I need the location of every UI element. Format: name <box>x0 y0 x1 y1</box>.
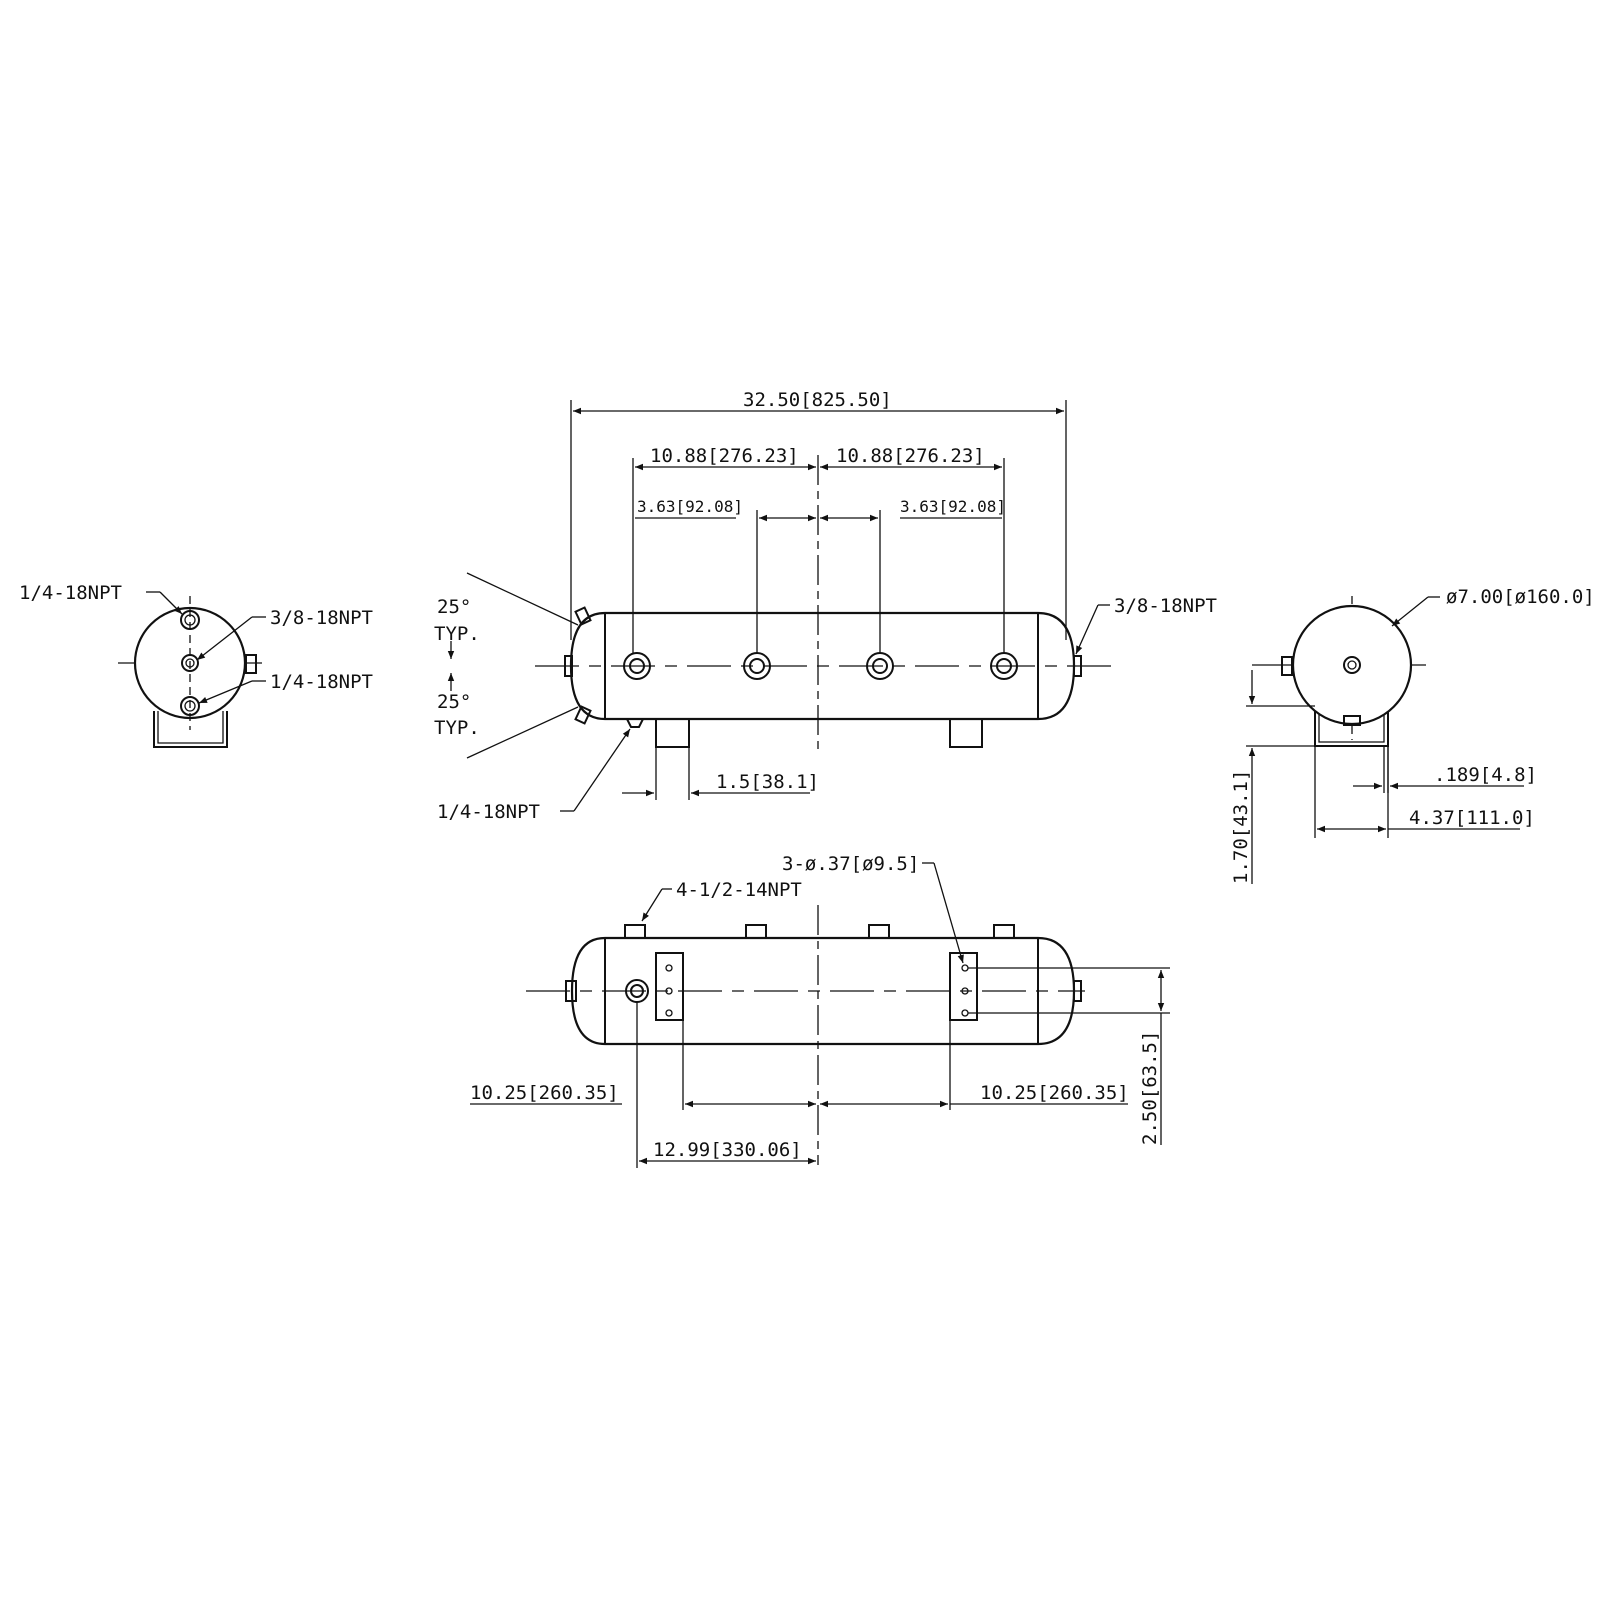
top-view: 4-1/2-14NPT 3-ø.37[ø9.5] 10.25[260.35] 1… <box>470 853 1170 1168</box>
end-view-mounting-bracket-inner <box>157 711 224 744</box>
leader-top-ports <box>641 888 663 922</box>
label-bracket-span: 4.37[111.0] <box>1409 807 1535 829</box>
label-typ-bottom: TYP. <box>434 717 480 739</box>
top-view-bracket-left <box>655 952 684 1021</box>
leader-bottom-drain <box>573 728 631 812</box>
label-bracket-thickness: .189[4.8] <box>1434 764 1537 786</box>
label-inner-left: 3.63[92.08] <box>637 497 743 516</box>
label-angle-bottom: 25° <box>437 691 471 713</box>
label-drain-offset: 12.99[330.06] <box>653 1139 802 1161</box>
top-view-port-4 <box>993 924 1015 939</box>
label-bottom-drain: 1/4-18NPT <box>437 801 540 823</box>
label-bracket-left-offset: 10.25[260.35] <box>470 1082 619 1104</box>
label-overall-length: 32.50[825.50] <box>743 389 892 411</box>
leader-right-end-port <box>1075 604 1099 655</box>
leader-diameter <box>1391 596 1429 627</box>
top-view-port-2 <box>745 924 767 939</box>
top-view-port-1 <box>624 924 646 939</box>
right-end-drain-fitting <box>1343 715 1361 726</box>
right-end-side-fitting <box>1281 656 1293 676</box>
label-top-ports: 4-1/2-14NPT <box>676 879 802 901</box>
label-typ-top: TYP. <box>434 623 480 645</box>
label-inner-right: 3.63[92.08] <box>900 497 1006 516</box>
leader-mount-holes <box>933 862 964 964</box>
bottom-angled-port-fitting <box>574 705 592 725</box>
label-port-spacing-left: 10.88[276.23] <box>650 445 799 467</box>
label-bracket-height: 1.70[43.1] <box>1230 770 1252 884</box>
label-hole-pitch: 2.50[63.5] <box>1139 1031 1161 1145</box>
top-view-bracket-right <box>949 952 978 1021</box>
top-angled-port-fitting <box>574 606 592 626</box>
label-angle-top: 25° <box>437 596 471 618</box>
label-port-spacing-right: 10.88[276.23] <box>836 445 985 467</box>
label-bracket-right-offset: 10.25[260.35] <box>980 1082 1129 1104</box>
right-end-center-port <box>1343 656 1361 674</box>
label-end-top-port: 1/4-18NPT <box>19 582 122 604</box>
left-end-view: 1/4-18NPT 3/8-18NPT 1/4-18NPT <box>19 582 373 748</box>
drain-port-fitting <box>626 718 644 728</box>
angle-leader-top <box>466 572 579 626</box>
label-end-bottom-port: 1/4-18NPT <box>270 671 373 693</box>
side-port-fitting <box>245 654 257 674</box>
right-end-view: ø7.00[ø160.0] 1.70[43.1] .189[4.8] 4.37[… <box>1230 586 1595 884</box>
label-end-center-port: 3/8-18NPT <box>270 607 373 629</box>
label-diameter: ø7.00[ø160.0] <box>1446 586 1595 608</box>
label-mount-holes: 3-ø.37[ø9.5] <box>782 853 919 875</box>
angle-leader-bottom <box>466 706 579 759</box>
end-view-mounting-bracket <box>153 711 228 748</box>
front-view: 32.50[825.50] 10.88[276.23] 10.88[276.23… <box>434 389 1217 823</box>
top-view-port-3 <box>868 924 890 939</box>
label-bracket-width: 1.5[38.1] <box>716 771 819 793</box>
label-right-end-port: 3/8-18NPT <box>1114 595 1217 617</box>
right-end-mounting-bracket <box>1314 706 1389 747</box>
